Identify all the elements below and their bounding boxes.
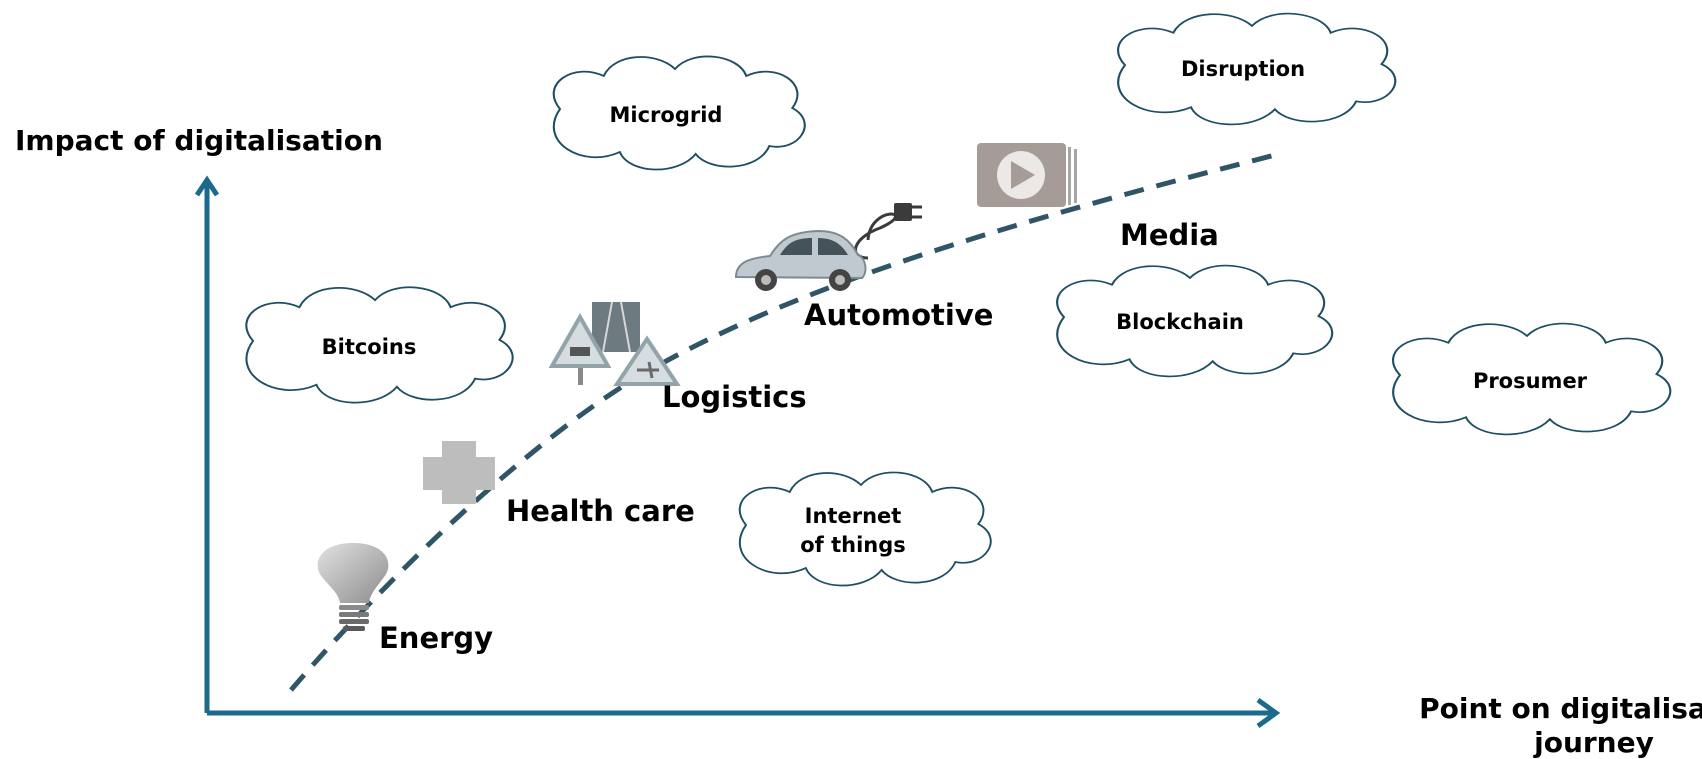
sector-label-health-care: Health care xyxy=(506,494,695,528)
x-axis xyxy=(207,697,1281,729)
y-axis xyxy=(194,175,220,713)
medical-cross-icon xyxy=(423,441,495,504)
cloud-label: Prosumer xyxy=(1473,369,1588,393)
cloud-label: Blockchain xyxy=(1116,310,1244,334)
lightbulb-icon xyxy=(317,543,389,631)
cloud-bitcoins: Bitcoins xyxy=(245,286,514,404)
cloud-label-line2: of things xyxy=(800,533,906,557)
cloud-disruption: Disruption xyxy=(1116,12,1397,126)
cloud-label: Microgrid xyxy=(610,103,723,127)
sector-label-logistics: Logistics xyxy=(662,380,807,414)
cloud-blockchain: Blockchain xyxy=(1056,264,1334,378)
sector-label-media: Media xyxy=(1120,218,1219,252)
x-axis-label-line2: journey xyxy=(1533,726,1654,759)
cloud-microgrid: Microgrid xyxy=(552,55,806,171)
traffic-signs-icon xyxy=(548,301,681,386)
y-axis-label: Impact of digitalisation xyxy=(15,124,383,157)
electric-car-icon xyxy=(734,203,922,291)
cloud-prosumer: Prosumer xyxy=(1391,322,1672,436)
x-axis-arrowhead xyxy=(1256,697,1281,729)
cloud-label-line1: Internet xyxy=(805,504,902,528)
x-axis-label-line1: Point on digitalisation xyxy=(1419,692,1702,725)
cloud-internet-of-things: Internet of things xyxy=(738,471,992,587)
sector-label-energy: Energy xyxy=(379,621,493,655)
cloud-label: Disruption xyxy=(1181,57,1305,81)
cloud-label: Bitcoins xyxy=(322,335,417,359)
play-media-icon xyxy=(977,143,1077,207)
y-axis-arrowhead xyxy=(194,175,220,197)
sector-label-automotive: Automotive xyxy=(804,298,993,332)
